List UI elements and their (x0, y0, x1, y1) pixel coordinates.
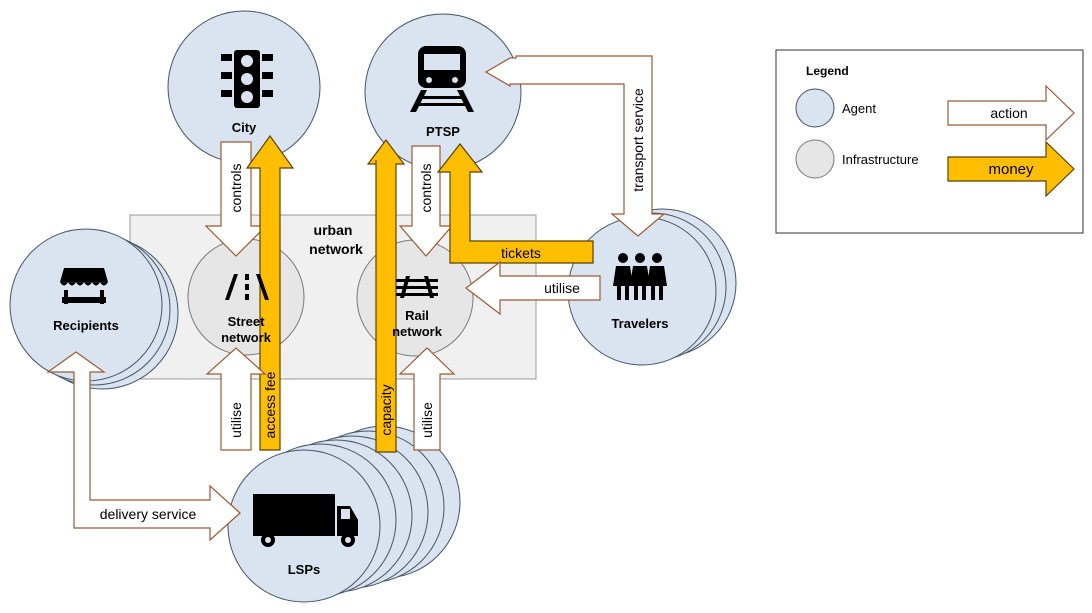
controls-ptsp-arrow (398, 145, 454, 257)
utilise-travelers-label: utilise (544, 280, 580, 296)
legend-agent-label: Agent (842, 101, 876, 116)
delivery-service-label: delivery service (100, 506, 197, 522)
traffic-light-icon (221, 50, 273, 108)
access-fee-label: access fee (262, 371, 278, 438)
rail-network-label-line1: Rail (405, 308, 429, 323)
urban-network-label-line2: network (309, 241, 363, 257)
controls-ptsp-label: controls (418, 163, 434, 212)
people-group-icon (613, 253, 667, 300)
capacity-label: capacity (378, 384, 394, 435)
market-stall-icon (60, 268, 108, 304)
street-network-label-line2: network (221, 330, 272, 345)
legend-infrastructure-swatch (795, 139, 835, 179)
legend-money-arrow (947, 140, 1075, 198)
street-network-label-line1: Street (228, 314, 266, 329)
delivery-service-arrow (46, 351, 241, 542)
controls-city-label: controls (228, 163, 244, 212)
tickets-label: tickets (501, 245, 541, 261)
legend-infrastructure-label: Infrastructure (842, 152, 919, 167)
city-label: City (232, 120, 257, 135)
railway-track-icon (396, 276, 438, 298)
capacity-arrow (366, 139, 406, 453)
rail-network-label-line2: network (392, 324, 443, 339)
access-fee-arrow (245, 134, 295, 451)
utilise-street-arrow (205, 347, 267, 451)
truck-icon (253, 494, 358, 547)
tickets-arrow (436, 143, 594, 264)
legend-box (775, 49, 1084, 234)
utilise-rail-label: utilise (419, 402, 435, 438)
legend-action-arrow (947, 84, 1075, 142)
train-icon (410, 46, 474, 112)
utilise-street-label: utilise (228, 402, 244, 438)
legend-money-label: money (988, 161, 1034, 178)
utilise-rail-arrow (398, 347, 456, 451)
transport-service-arrow (484, 55, 666, 237)
lsps-label: LSPs (288, 562, 321, 577)
legend-agent-swatch (795, 88, 835, 128)
legend-action-label: action (990, 105, 1027, 121)
transport-service-label: transport service (630, 88, 646, 192)
urban-network-label-line1: urban (314, 222, 353, 238)
controls-city-arrow (204, 141, 268, 257)
travelers-label: Travelers (611, 316, 668, 331)
recipients-label: Recipients (53, 318, 119, 333)
lsps-node (227, 425, 461, 603)
legend: Legend Agent Infrastructure action money (775, 49, 1084, 234)
road-icon (225, 274, 269, 300)
legend-title: Legend (806, 64, 849, 78)
recipients-node (9, 228, 179, 390)
utilise-travelers-arrow (465, 260, 601, 316)
ptsp-label: PTSP (426, 124, 460, 139)
